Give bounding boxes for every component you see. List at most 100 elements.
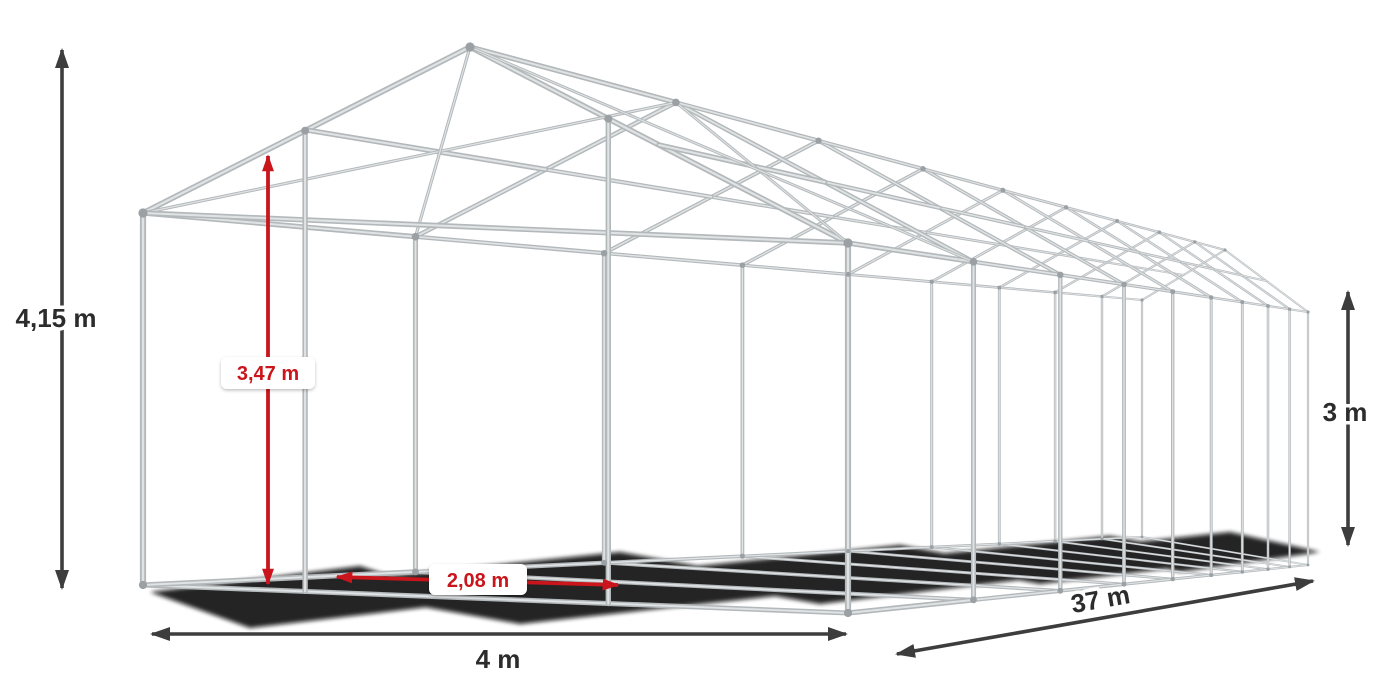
frame-tube <box>1210 297 1243 303</box>
dimension-width: 4 m <box>150 627 848 678</box>
frame-joint <box>969 258 978 266</box>
frame-joint <box>929 545 934 550</box>
frame-joint <box>1240 570 1245 574</box>
frame-tube <box>1141 536 1309 566</box>
ground-shadow <box>1080 532 1320 572</box>
frame-tube <box>998 543 1243 573</box>
frame-tube <box>1241 301 1269 307</box>
frame-joint <box>1057 271 1064 278</box>
frame-joint <box>997 285 1002 290</box>
frame-tube <box>1059 274 1125 286</box>
frame-joint <box>1000 187 1006 193</box>
length-arrow <box>895 577 1315 658</box>
frame-tube <box>931 281 1000 289</box>
frame-joint <box>1057 587 1064 594</box>
frame-tube <box>1289 564 1309 568</box>
frame-joint <box>843 238 853 248</box>
frame-joint <box>846 548 851 554</box>
dimension-clear-height: 3,47 m <box>221 154 315 586</box>
frame-tube <box>925 231 1000 246</box>
frame-tube <box>1087 240 1140 253</box>
frame-tube <box>1057 253 1108 263</box>
frame-tube <box>1123 578 1174 585</box>
frame-tube <box>142 101 677 214</box>
frame-joint <box>1288 565 1292 569</box>
frame-tube <box>1267 566 1291 570</box>
side-height-label: 3 m <box>1323 397 1368 427</box>
frame-tube <box>938 207 1025 228</box>
frame-tube <box>1123 283 1174 293</box>
ground-shadows <box>150 532 1320 628</box>
frame-tube <box>1172 291 1212 299</box>
frame-tube <box>931 546 1212 576</box>
frame-tube <box>1138 251 1181 263</box>
dimension-length: 37 m <box>895 576 1315 658</box>
frame-tube <box>847 598 975 614</box>
frame-joint <box>138 208 148 218</box>
frame-tube <box>544 168 713 198</box>
bay-spacing-label-bg <box>429 564 527 595</box>
frame-joint <box>1157 230 1162 235</box>
clear-height-label-bg <box>221 357 315 389</box>
frame-joint <box>1140 535 1144 539</box>
frame-tube <box>1147 268 1184 276</box>
frame-joint <box>465 42 475 52</box>
dimension-bay-spacing: 2,08 m <box>335 564 620 595</box>
frame-joint <box>1266 567 1270 571</box>
frame-tube <box>1241 275 1267 282</box>
dimension-side-height: 3 m <box>1319 290 1371 547</box>
frame-joint <box>1140 298 1144 302</box>
frame-joint <box>1115 219 1120 223</box>
frame-joint <box>1223 248 1227 252</box>
frame-tube <box>1210 571 1243 576</box>
frame-joint <box>1100 294 1104 299</box>
frame-tube <box>1194 241 1226 251</box>
total-height-label: 4,15 m <box>16 303 97 333</box>
frame-joint <box>412 568 419 576</box>
frame-joint <box>1266 304 1270 308</box>
frame-joint <box>929 279 934 284</box>
frame-tube <box>142 584 849 614</box>
frame-joint <box>1209 295 1214 300</box>
frame-tube <box>741 550 849 557</box>
frame-tube <box>1289 308 1309 313</box>
frame-joint <box>739 553 745 559</box>
frame-tube <box>1054 291 1103 297</box>
frame-tube <box>603 252 744 266</box>
frame-tube <box>1054 540 1269 570</box>
frame-joint <box>843 608 853 618</box>
frame-joint <box>1287 307 1292 311</box>
width-label: 4 m <box>476 644 521 674</box>
frame-joint <box>1170 289 1176 295</box>
frame-joint <box>1053 539 1057 543</box>
frame-tube <box>1002 189 1067 208</box>
frame-joint <box>1193 240 1197 244</box>
frame-joint <box>1209 573 1214 578</box>
frame-tube <box>1101 296 1143 301</box>
frame-tube <box>998 287 1056 293</box>
frame-tube <box>922 168 1004 191</box>
frame-tube <box>1179 261 1215 270</box>
frame-tube <box>1267 305 1291 310</box>
frame-joint <box>1306 563 1310 567</box>
frame-tube <box>414 46 471 238</box>
frame-joint <box>1063 205 1069 210</box>
frame-tube <box>305 129 547 171</box>
frame-tube <box>1065 206 1118 222</box>
frame-tube <box>675 101 820 142</box>
dimension-total-height: 4,15 m <box>12 48 100 590</box>
frame-joint <box>411 232 420 241</box>
frame-tube <box>931 543 1000 548</box>
frame-joint <box>845 271 851 277</box>
frame-tube <box>414 235 605 255</box>
frame-tube <box>847 546 933 552</box>
frame-tube <box>1054 538 1103 542</box>
frame-tube <box>1022 226 1089 242</box>
frame-tube <box>847 273 933 283</box>
frame-tube <box>141 211 850 245</box>
frame-joint <box>301 126 310 135</box>
frame-tube <box>1241 568 1269 573</box>
frame-joint <box>920 166 926 172</box>
frame-tube <box>1158 231 1196 243</box>
